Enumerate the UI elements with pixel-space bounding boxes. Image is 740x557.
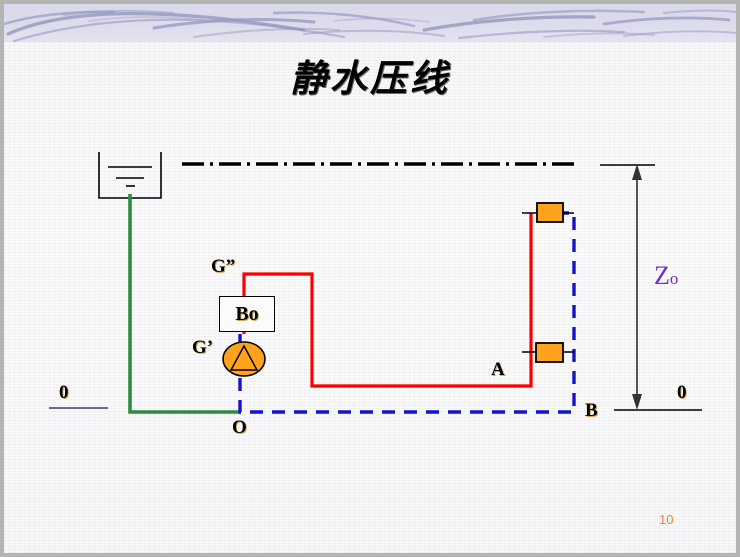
label-point-a: A [491,359,505,380]
reservoir-tank [98,152,162,199]
label-gauge-discharge: G” [211,256,236,277]
valve-upper-icon [522,202,574,223]
suction-pipe [128,194,240,414]
slide-background [4,4,736,553]
label-origin: O [232,417,247,438]
header-brush-strokes-icon [4,9,736,42]
label-datum-left: 0 [59,382,69,403]
pump-icon [222,341,266,377]
discharge-pipe [242,213,533,388]
label-point-b: B [585,400,598,421]
elevation-dimension-arrow [632,164,642,410]
valve-lower-icon [522,342,574,363]
label-elevation-zo: Zo [654,261,678,291]
label-gauge-pump: G’ [192,337,214,358]
header-decoration-band [4,4,736,42]
pump-label-box: Bo [219,296,275,332]
page-number: 10 [659,512,674,527]
label-elevation-subscript: o [669,269,679,288]
hydrostatic-pressure-line [238,211,576,414]
page-title: 静水压线 [290,59,450,100]
hydraulic-schematic [49,152,702,414]
label-datum-right: 0 [677,382,687,403]
label-elevation-z: Z [654,261,670,290]
